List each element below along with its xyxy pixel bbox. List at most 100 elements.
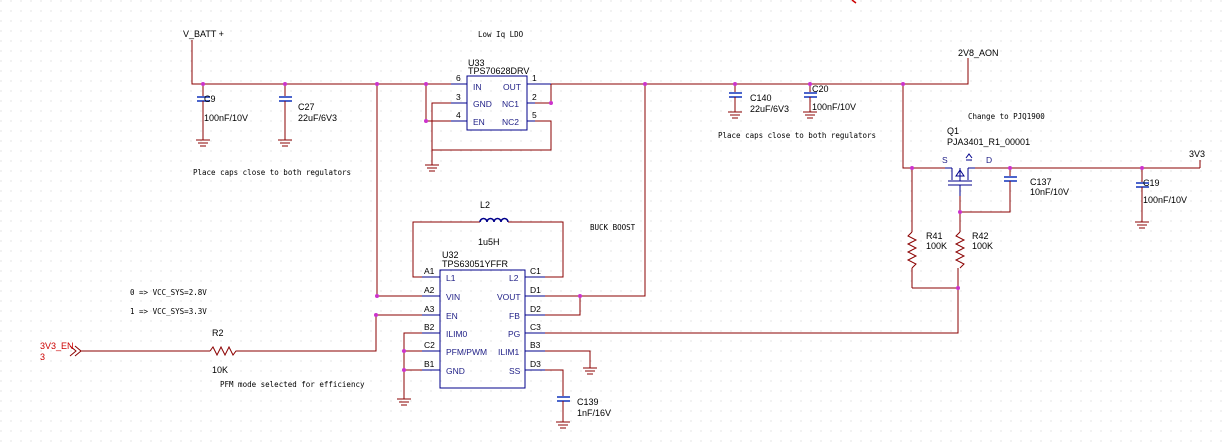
resistor-value: 100K	[972, 241, 993, 251]
q1-refdes: Q1	[947, 126, 959, 136]
u32-pin-num: B2	[424, 322, 435, 332]
cap-value: 100nF/10V	[812, 102, 856, 112]
u32-refdes: U32	[442, 250, 459, 260]
u32-pin-num: C3	[530, 322, 541, 332]
u32-pin-name: ILIM1	[498, 347, 520, 357]
en-offpage-port[interactable]: 3V3_EN 3	[40, 341, 82, 362]
u32-pin-name: PFM/PWM	[446, 347, 487, 357]
u33-part: TPS70628DRV	[468, 66, 529, 76]
ground-icon	[803, 111, 817, 119]
u32-pin-num: D2	[530, 304, 541, 314]
u32-pin-num: B1	[424, 359, 435, 369]
capacitor-c19[interactable]: C19 100nF/10V	[1136, 178, 1187, 222]
pmos-q1[interactable]: Q1 PJA3401_R1_00001 S D	[942, 126, 1030, 196]
u33-pin-name: NC2	[502, 117, 519, 127]
ground-icon	[1135, 221, 1149, 229]
cap-value: 10nF/10V	[1030, 187, 1069, 197]
capacitor-c137[interactable]: C137 10nF/10V	[1004, 176, 1069, 197]
u32-pin-num: D3	[530, 359, 541, 369]
u32-pin-name: ILIM0	[446, 329, 468, 339]
ground-icon	[278, 139, 292, 147]
net-label-3v3: 3V3	[1189, 149, 1205, 159]
u32-pin-name: L2	[509, 273, 519, 283]
capacitor-c27[interactable]: C27 22uF/6V3	[279, 96, 337, 140]
note-ldo-title: Low Iq LDO	[478, 30, 524, 39]
u32-pin-name: SS	[509, 366, 521, 376]
note-buck-boost: BUCK BOOST	[590, 223, 636, 232]
resistor-r41[interactable]: R41 100K	[906, 231, 947, 269]
u32-pin-name: VIN	[446, 292, 460, 302]
u32-pin-num: D1	[530, 285, 541, 295]
note-mode-2v8: 0 => VCC_SYS=2.8V	[130, 288, 207, 297]
wires	[80, 40, 1201, 399]
resistor-refdes: R2	[212, 328, 224, 338]
note-mode-3v3: 1 => VCC_SYS=3.3V	[130, 307, 207, 316]
note-pfm-mode: PFM mode selected for efficiency	[220, 380, 365, 389]
u33-pin-num: 2	[532, 92, 537, 102]
inductor-l2[interactable]: L2 1u5H	[478, 200, 509, 247]
junction-dots	[201, 82, 1144, 372]
resistor-refdes: R41	[926, 231, 943, 241]
u32-buck-boost[interactable]: U32 TPS63051YFFR A1 A2 A3 B2 C2 B1 L1 VI…	[422, 250, 545, 389]
cap-refdes: C19	[1143, 178, 1160, 188]
offsheet-marker	[851, 0, 857, 4]
u33-ldo[interactable]: U33 TPS70628DRV 6 3 4 IN GND EN 1 2 5 OU…	[451, 58, 551, 131]
u33-refdes: U33	[468, 58, 485, 68]
u33-pin-name: IN	[473, 82, 482, 92]
u32-pin-name: PG	[508, 329, 520, 339]
note-caps-right: Place caps close to both regulators	[718, 131, 876, 140]
capacitor-c140[interactable]: C140 22uF/6V3	[729, 92, 789, 114]
cap-value: 1nF/16V	[577, 408, 611, 418]
u33-pin-num: 3	[456, 92, 461, 102]
u33-pin-num: 1	[532, 73, 537, 83]
ground-icon	[196, 139, 210, 147]
cap-value: 100nF/10V	[204, 113, 248, 123]
ground-icon	[397, 398, 411, 406]
cap-refdes: C137	[1030, 177, 1052, 187]
capacitor-c9[interactable]: C9 100nF/10V	[197, 94, 248, 140]
q1-pin-label: S	[942, 155, 948, 165]
u33-pin-name: OUT	[503, 82, 521, 92]
cap-refdes: C140	[750, 93, 772, 103]
u32-pin-num: A3	[424, 304, 435, 314]
port-label-sub: 3	[40, 352, 45, 362]
u32-pin-name: EN	[446, 311, 458, 321]
u32-pin-num: A1	[424, 266, 435, 276]
note-change-to: Change to PJQ1900	[968, 112, 1045, 121]
inductor-value: 1u5H	[478, 237, 500, 247]
net-label-vbatt: V_BATT +	[183, 29, 224, 39]
ground-symbols	[196, 111, 1149, 429]
capacitor-c139[interactable]: C139 1nF/16V	[557, 396, 611, 422]
u33-pin-num: 4	[456, 110, 461, 120]
u32-pin-num: A2	[424, 285, 435, 295]
u33-pin-name: GND	[473, 99, 492, 109]
resistor-r2[interactable]: R2 10K	[209, 328, 238, 375]
u32-pin-name: FB	[509, 311, 520, 321]
capacitor-c20[interactable]: C20 100nF/10V	[804, 84, 856, 112]
u32-pin-name: VOUT	[497, 292, 521, 302]
resistor-r42[interactable]: R42 100K	[954, 231, 993, 269]
cap-refdes: C139	[577, 397, 599, 407]
cap-refdes: C9	[204, 94, 216, 104]
q1-part: PJA3401_R1_00001	[947, 137, 1030, 147]
resistor-value: 10K	[212, 365, 228, 375]
cap-refdes: C20	[812, 84, 829, 94]
inductor-refdes: L2	[480, 200, 490, 210]
u32-pin-num: C2	[424, 340, 435, 350]
net-label-2v8-aon: 2V8_AON	[958, 48, 999, 58]
ground-icon	[583, 367, 597, 375]
cap-value: 100nF/10V	[1143, 195, 1187, 205]
cap-value: 22uF/6V3	[298, 113, 337, 123]
cap-value: 22uF/6V3	[750, 104, 789, 114]
u32-pin-num: C1	[530, 266, 541, 276]
note-caps-left: Place caps close to both regulators	[193, 168, 351, 177]
resistor-value: 100K	[926, 241, 947, 251]
ground-icon	[556, 421, 570, 429]
u33-pin-name: EN	[473, 117, 485, 127]
u33-pin-name: NC1	[502, 99, 519, 109]
u33-pin-num: 5	[532, 110, 537, 120]
u32-pin-num: B3	[530, 340, 541, 350]
ground-icon	[728, 111, 742, 119]
